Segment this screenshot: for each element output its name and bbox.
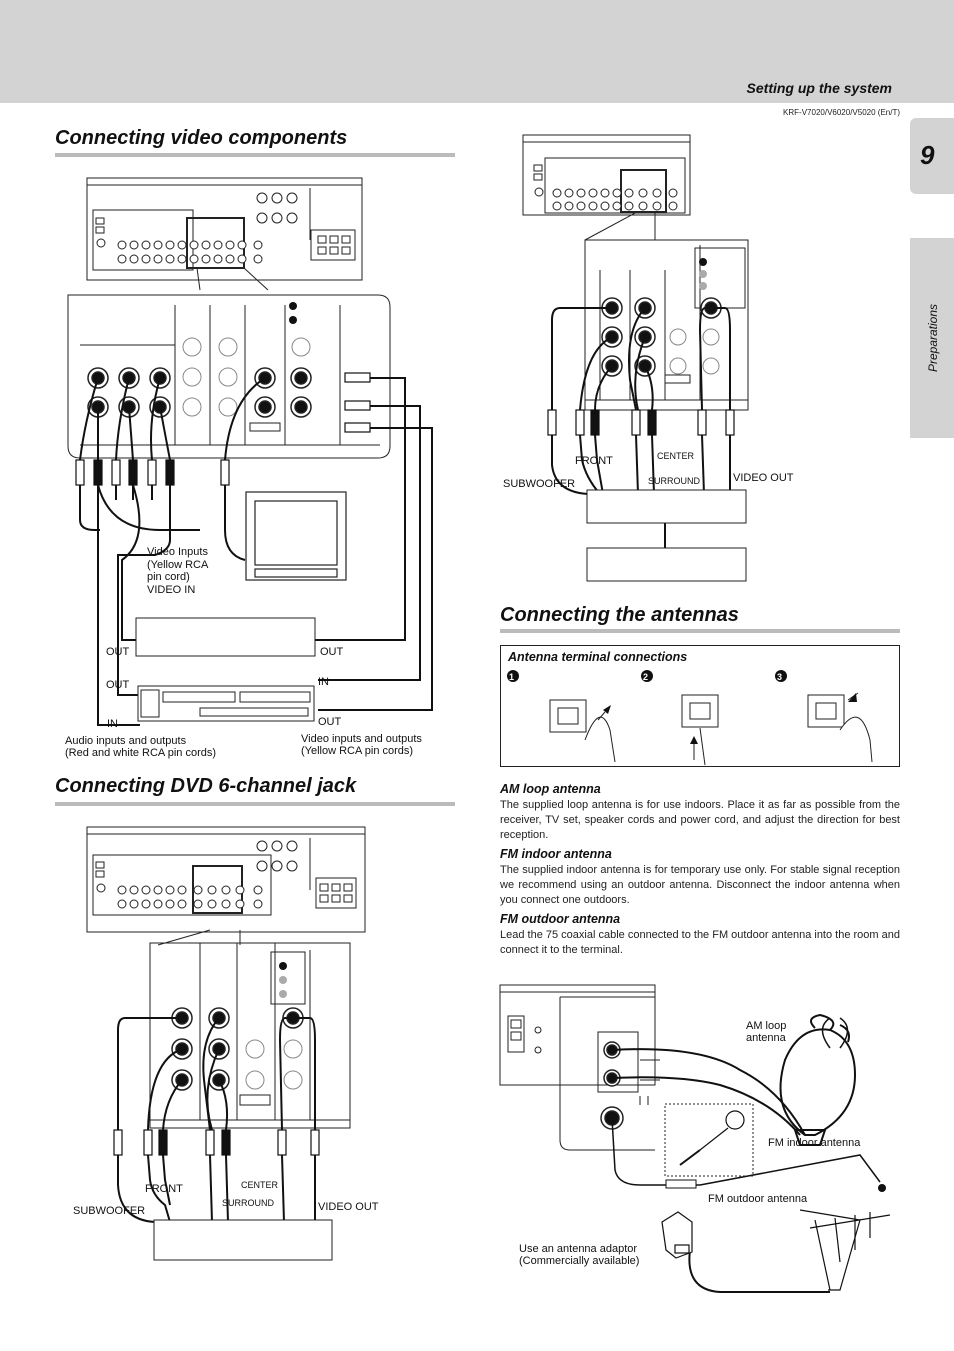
page-number: 9	[920, 140, 935, 170]
vcr-out-right-top: OUT	[320, 646, 344, 658]
dvd-surround-label: SURROUND	[222, 1198, 275, 1208]
dvd-center-label: CENTER	[241, 1180, 279, 1190]
audio-caption: Audio inputs and outputs (Red and white …	[65, 735, 216, 759]
note-line: (Yellow RCA	[147, 558, 209, 571]
top-center-label: CENTER	[657, 451, 695, 461]
terminal-title: Antenna terminal connections	[508, 650, 688, 664]
vcr-out-left-top: OUT	[106, 646, 130, 658]
note-line: Video Inputs	[147, 546, 208, 558]
section-tab: Preparations	[910, 238, 954, 438]
section-title: Setting up the system	[746, 80, 892, 96]
top-front-label: FRONT	[575, 455, 613, 467]
model-number: KRF-V7020/V6020/V5020 (En/T)	[783, 108, 900, 117]
antennas-heading: Connecting the antennas	[500, 604, 739, 626]
header-band	[0, 0, 954, 103]
step-1: 1	[509, 672, 515, 682]
dvd-front-label: FRONT	[145, 1183, 183, 1195]
step-3: 3	[777, 672, 783, 682]
fm-outdoor-text: Lead the 75 coaxial cable connected to t…	[500, 929, 900, 956]
step-2: 2	[643, 672, 649, 682]
video-heading: Connecting video components	[55, 127, 348, 149]
fm-indoor-text: The supplied indoor antenna is for tempo…	[500, 864, 900, 906]
video-inputs-note: Video Inputs (Yellow RCA pin cord) VIDEO…	[147, 546, 208, 596]
video-caption: Video inputs and outputs (Yellow RCA pin…	[301, 733, 422, 757]
label-line: AM loop	[746, 1020, 787, 1032]
label-line: (Commercially available)	[519, 1255, 640, 1267]
am-loop-title: AM loop antenna	[500, 782, 601, 796]
dvd-heading: Connecting DVD 6-channel jack	[55, 775, 357, 797]
caption-line: Audio inputs and outputs	[65, 735, 187, 747]
page-number-tab: 9	[910, 118, 954, 194]
am-loop-label: AM loop antenna	[746, 1020, 786, 1044]
caption-line: Video inputs and outputs	[301, 733, 422, 745]
vcr-in-right-mid: IN	[318, 676, 329, 688]
vcr-out-left-mid: OUT	[106, 679, 130, 691]
label-line: antenna	[746, 1032, 786, 1044]
note-line: VIDEO IN	[147, 583, 196, 596]
fm-outdoor-label: FM outdoor antenna	[708, 1193, 808, 1205]
video-heading-rule	[55, 153, 455, 157]
antennas-heading-rule	[500, 629, 900, 633]
fm-outdoor-title: FM outdoor antenna	[500, 912, 621, 926]
vcr-out-right-bottom: OUT	[318, 716, 342, 728]
caption-line: (Yellow RCA pin cords)	[301, 745, 414, 757]
dvd-video-out-label: VIDEO OUT	[318, 1201, 379, 1213]
top-surround-label: SURROUND	[648, 476, 701, 486]
dvd-heading-rule	[55, 802, 455, 806]
adaptor-label: Use an antenna adaptor (Commercially ava…	[519, 1243, 639, 1267]
note-line: pin cord)	[147, 571, 190, 583]
am-loop-text: The supplied loop antenna is for use ind…	[500, 799, 900, 841]
label-line: Use an antenna adaptor	[519, 1243, 638, 1255]
fm-indoor-title: FM indoor antenna	[500, 847, 612, 861]
dvd-subwoofer-label: SUBWOOFER	[73, 1205, 146, 1217]
top-subwoofer-label: SUBWOOFER	[503, 478, 576, 490]
vcr-in-left-bottom: IN	[107, 718, 118, 730]
fm-indoor-label: FM indoor antenna	[768, 1137, 861, 1149]
top-video-out-label: VIDEO OUT	[733, 472, 794, 484]
caption-line: (Red and white RCA pin cords)	[65, 747, 217, 759]
